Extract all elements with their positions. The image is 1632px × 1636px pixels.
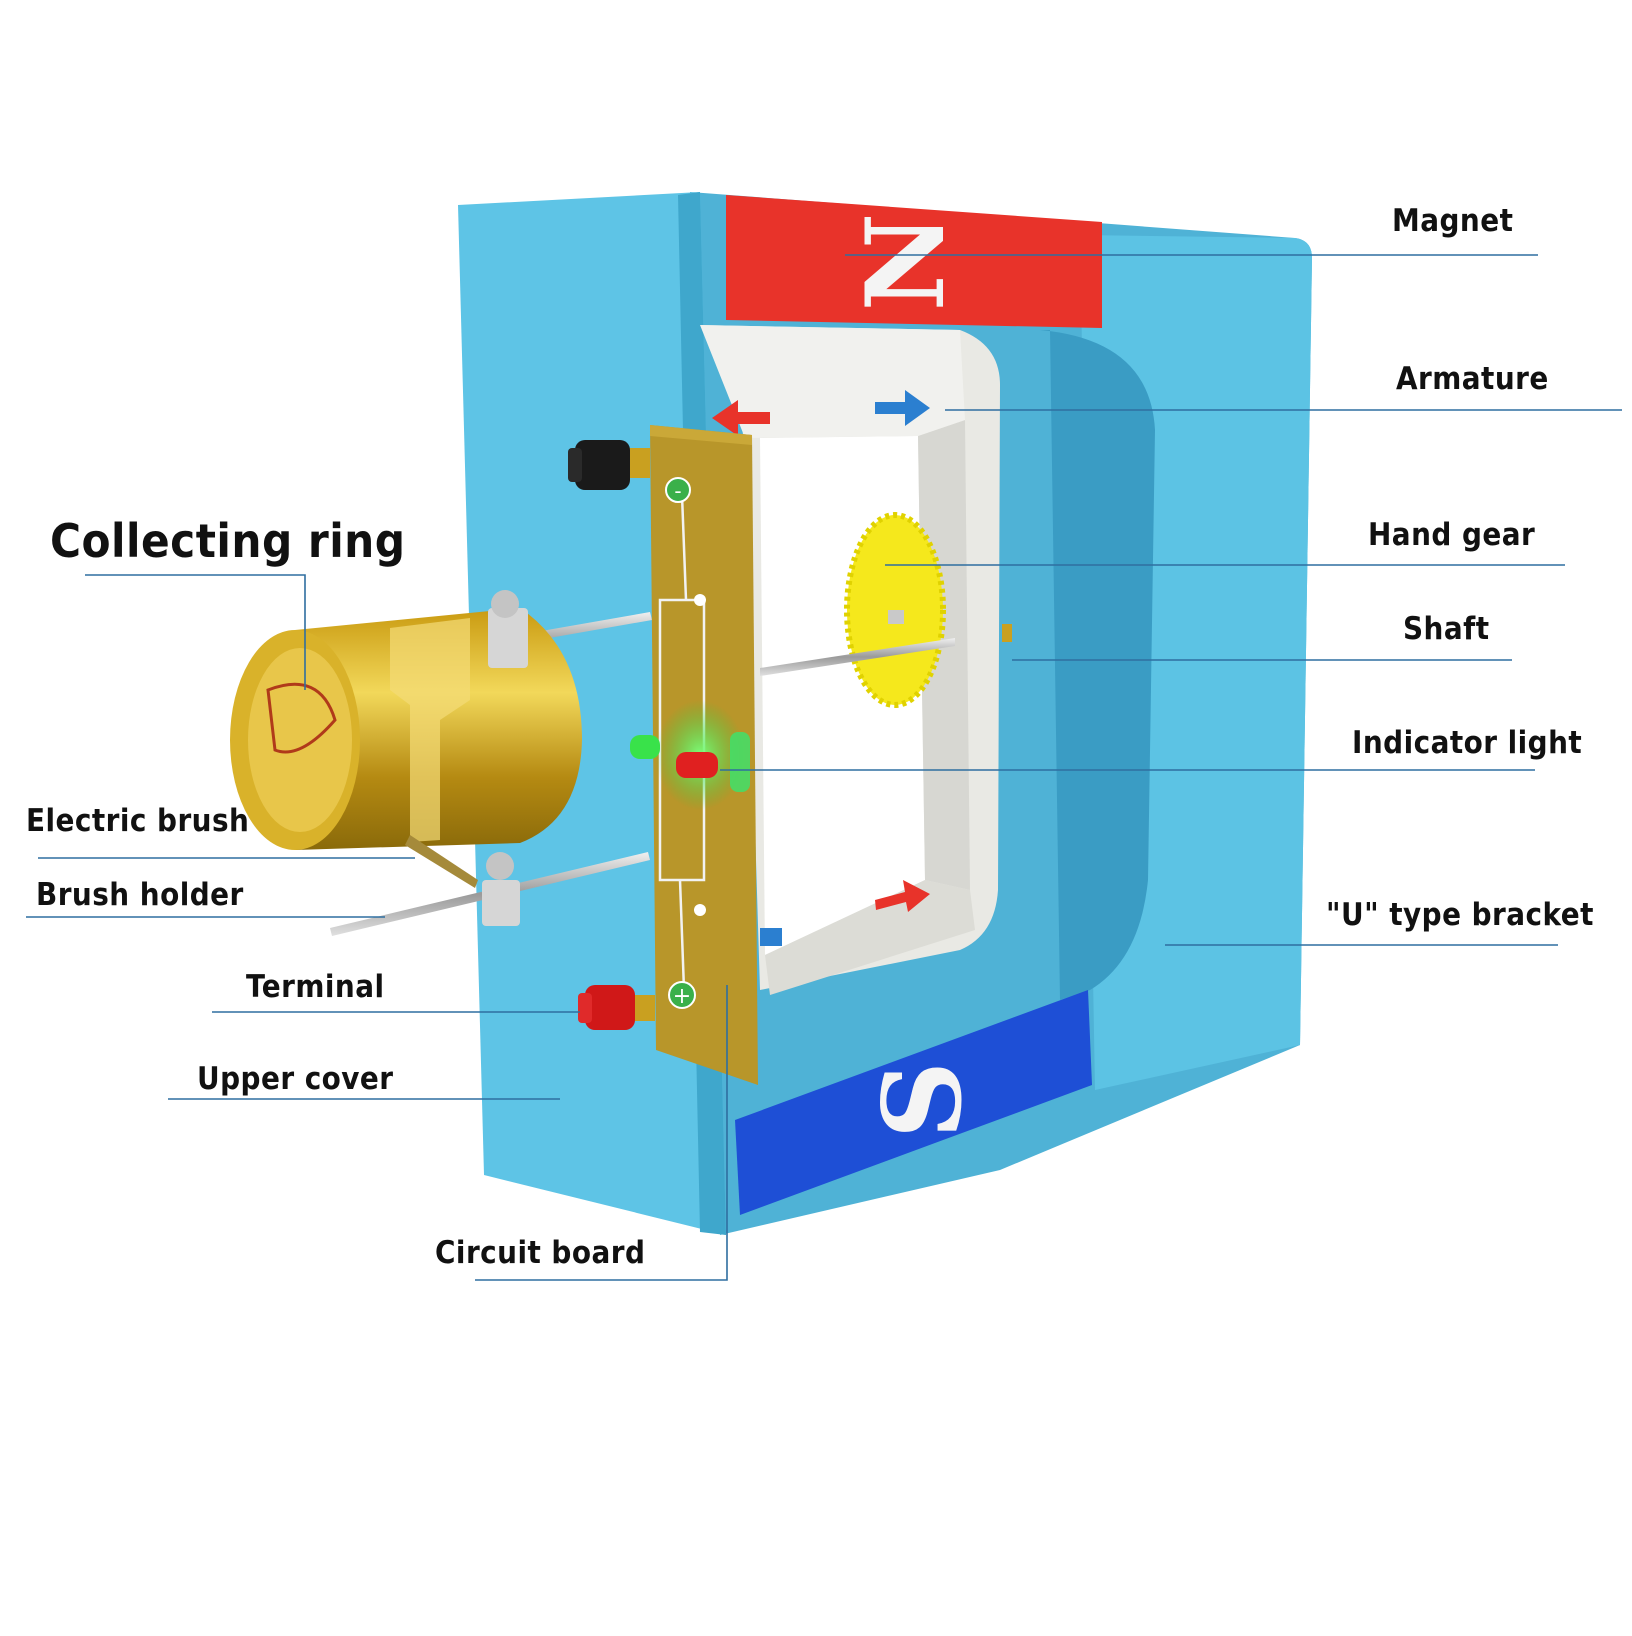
- red-arrow-bottom: [875, 880, 930, 912]
- red-arrow-top: [712, 400, 770, 436]
- south-pole-label: S: [860, 1061, 986, 1139]
- north-pole-label: N: [843, 213, 969, 312]
- hand-gear: [844, 512, 946, 708]
- blue-mark-bottom: [760, 928, 782, 946]
- red-terminal: [578, 985, 655, 1030]
- leader-lines: [26, 254, 1622, 1281]
- shaft: [760, 624, 1012, 676]
- plus-symbol: +: [673, 984, 691, 1009]
- collecting-ring-assembly: [230, 590, 582, 926]
- label-u-type-bracket: "U" type bracket: [1326, 897, 1594, 933]
- south-magnet: S: [735, 990, 1092, 1215]
- north-magnet: N: [726, 195, 1102, 328]
- plus-terminal-mark: [668, 981, 696, 1009]
- black-terminal: [568, 440, 650, 490]
- label-brush-holder: Brush holder: [36, 877, 244, 913]
- label-indicator-light: Indicator light: [1352, 725, 1583, 761]
- label-upper-cover: Upper cover: [197, 1061, 394, 1097]
- label-armature: Armature: [1396, 361, 1549, 397]
- label-hand-gear: Hand gear: [1368, 517, 1536, 553]
- indicator-light: [630, 700, 750, 810]
- label-shaft: Shaft: [1403, 611, 1490, 647]
- blue-arrow-top: [875, 390, 930, 426]
- label-magnet: Magnet: [1392, 203, 1514, 239]
- minus-terminal-mark: [665, 477, 691, 503]
- minus-symbol: -: [674, 479, 681, 503]
- leader-circuit-board: [475, 985, 728, 1281]
- label-collecting-ring: Collecting ring: [50, 514, 406, 568]
- label-circuit-board: Circuit board: [435, 1235, 646, 1271]
- label-terminal: Terminal: [246, 969, 385, 1005]
- label-electric-brush: Electric brush: [26, 803, 250, 839]
- leader-collecting-ring: [85, 574, 306, 690]
